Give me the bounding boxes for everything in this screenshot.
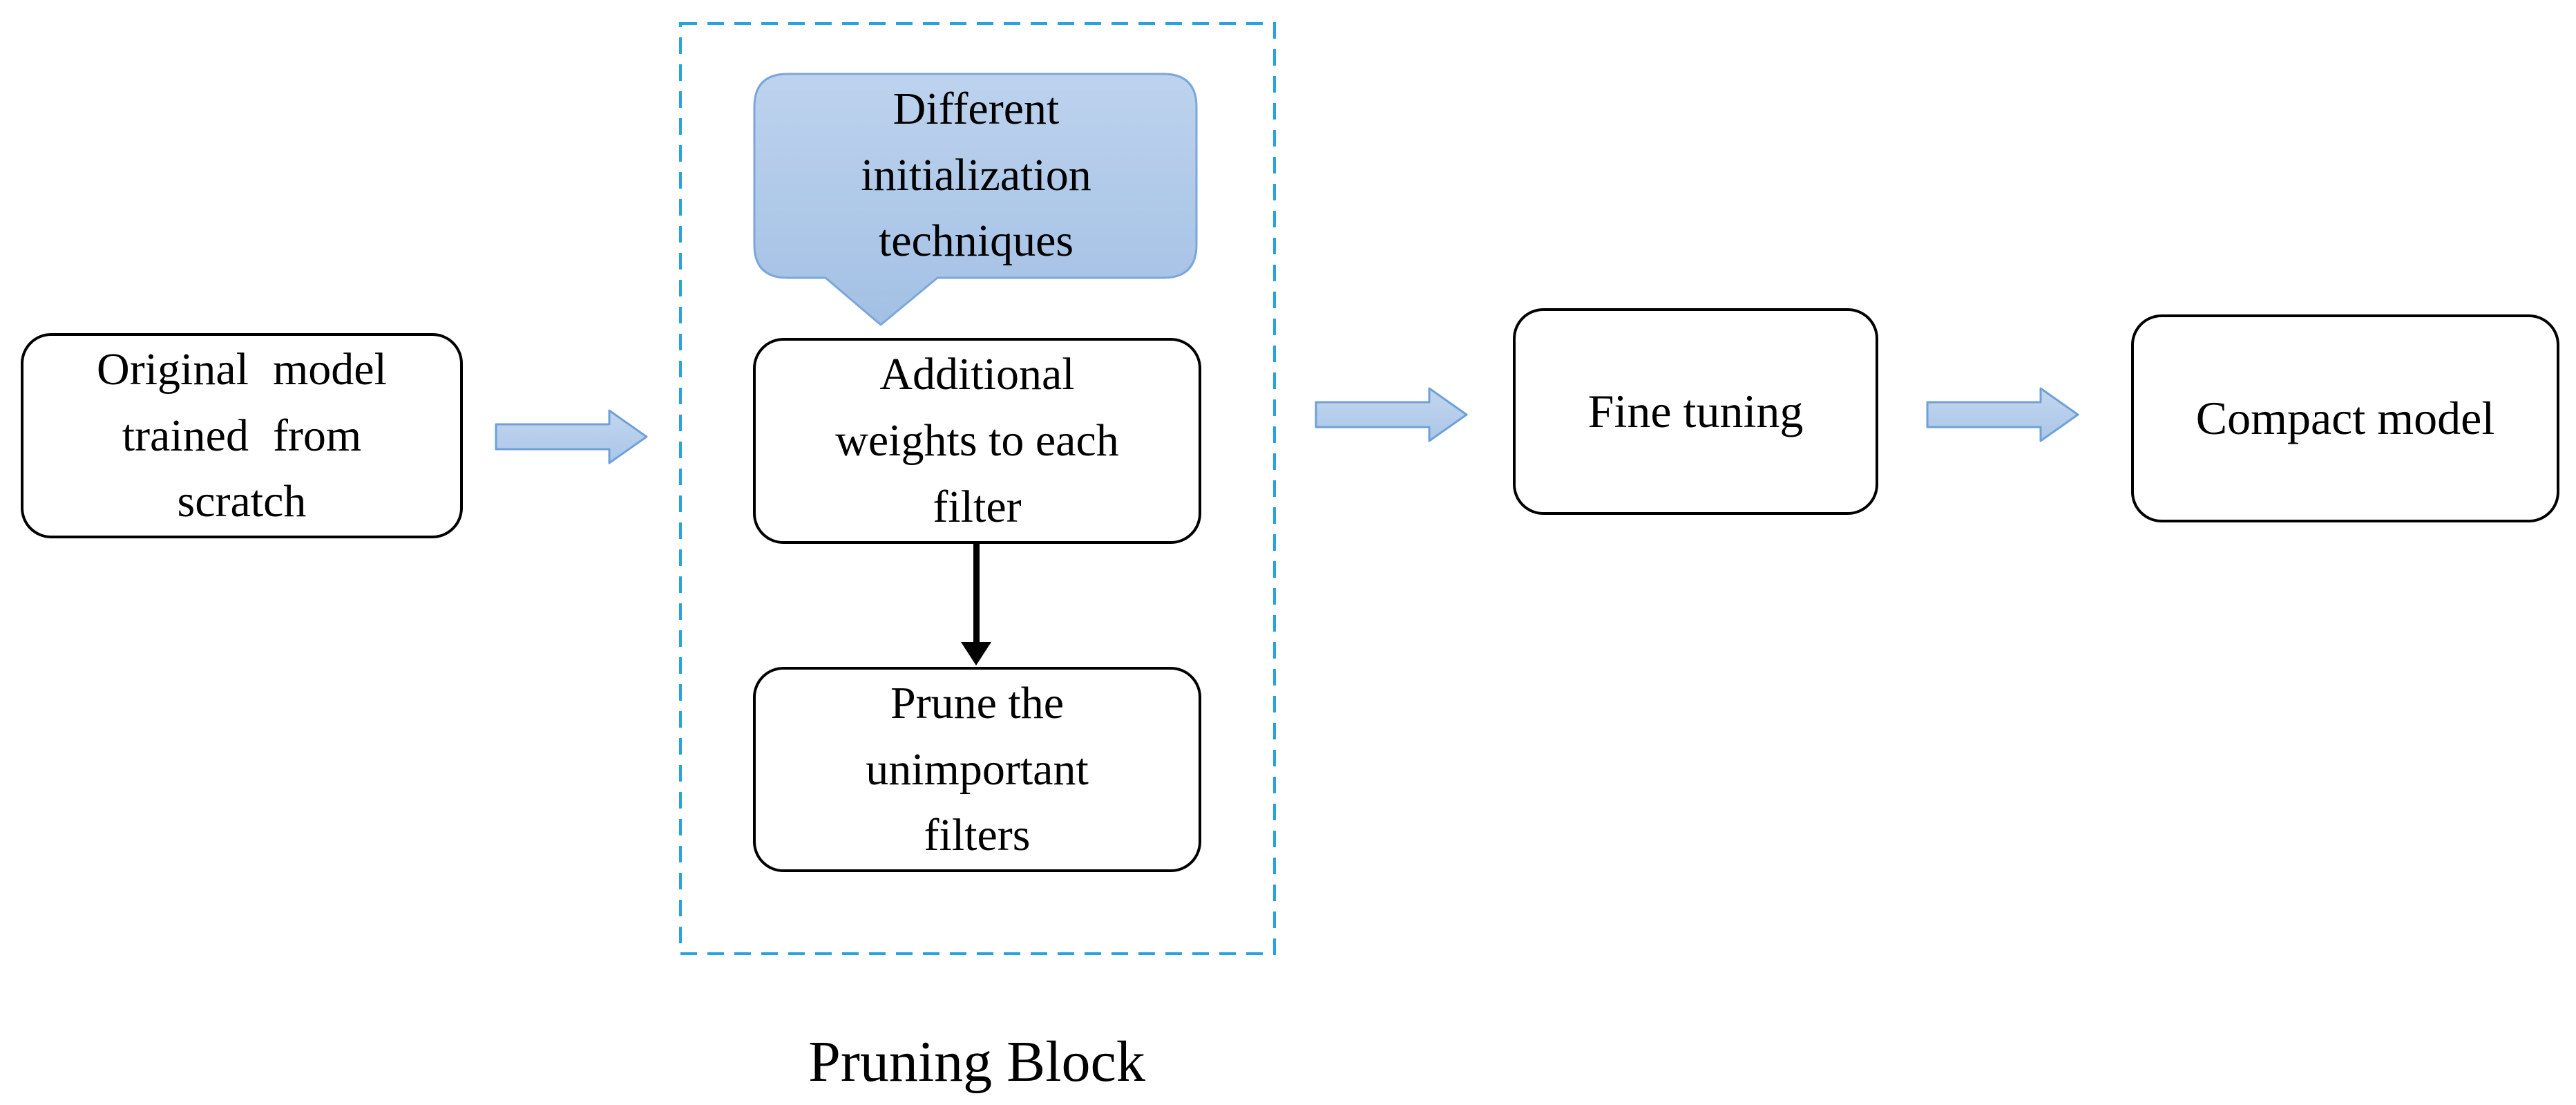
node-text-line: Additional	[879, 349, 1075, 400]
node-text-line: filters	[924, 810, 1031, 861]
node-fine-tuning: Fine tuning	[1513, 308, 1878, 515]
node-text-line: trained from	[122, 410, 362, 461]
node-text-line: Compact model	[2195, 392, 2495, 445]
arrow-right-icon	[1315, 387, 1468, 442]
node-text-line: weights to each	[835, 415, 1119, 466]
node-text-line: unimportant	[866, 744, 1089, 795]
node-original-model: Original model trained from scratch	[21, 333, 463, 538]
callout-bubble-icon	[753, 73, 1198, 326]
node-text-line: filter	[933, 481, 1022, 532]
node-text-line: Fine tuning	[1587, 385, 1804, 438]
callout-different-initialization: Different initialization techniques	[753, 73, 1199, 278]
callout-text-line: Different	[893, 83, 1060, 134]
node-compact-model: Compact model	[2131, 314, 2559, 522]
pruning-block-container	[679, 22, 1276, 955]
node-additional-weights: Additional weights to each filter	[753, 338, 1201, 544]
pruning-block-label: Pruning Block	[808, 1030, 1145, 1094]
callout-text-line: techniques	[878, 216, 1074, 267]
node-text-line: scratch	[177, 476, 307, 527]
arrow-down-icon	[973, 542, 980, 645]
arrow-right-icon	[495, 409, 648, 464]
arrow-right-icon	[1926, 387, 2079, 442]
node-text-line: Prune the	[890, 677, 1065, 728]
node-text-line: Original model	[97, 343, 387, 395]
arrow-down-head-icon	[961, 642, 991, 665]
callout-text-line: initialization	[861, 149, 1091, 200]
node-prune-filters: Prune the unimportant filters	[753, 667, 1201, 872]
